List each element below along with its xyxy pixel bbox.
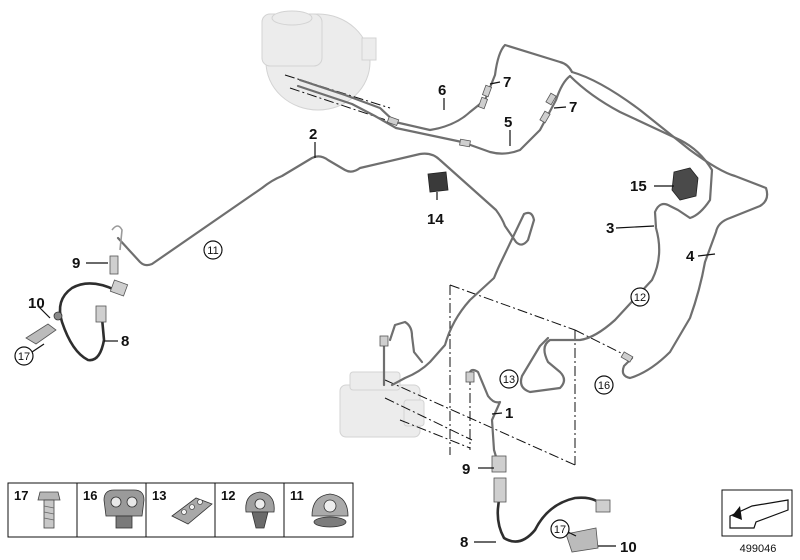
- brake-pipe-4: [570, 70, 769, 380]
- svg-text:17: 17: [14, 488, 28, 503]
- circled-callouts: 11 12 13 16 17 17: [14, 240, 650, 539]
- diagram-part-id: 499046: [740, 543, 777, 555]
- circled-callout-13: 13: [499, 369, 519, 389]
- brake-pipe-5: [296, 74, 572, 155]
- callout-9a: 9: [72, 255, 80, 272]
- callout-labels: 2 6 5 7 7 14 15 3 4 1 9 9 10 10 8 8: [28, 74, 695, 556]
- part-14-grommet: [427, 171, 449, 193]
- legend-cell-17: 17: [14, 488, 61, 529]
- circled-callout-12: 12: [630, 287, 650, 307]
- double-pipe-clip-icon: [103, 489, 145, 529]
- callout-15: 15: [630, 178, 647, 195]
- legend-cell-13: 13: [152, 488, 213, 525]
- legend-cell-16: 16: [83, 488, 145, 529]
- callout-3: 3: [606, 220, 614, 237]
- parts-legend: 17 16 13: [7, 482, 354, 538]
- svg-text:11: 11: [290, 488, 304, 503]
- pipe-fittings: [379, 84, 634, 383]
- callout-7a: 7: [503, 74, 511, 91]
- callout-6: 6: [438, 82, 446, 99]
- callout-7b: 7: [569, 99, 577, 116]
- callout-8b: 8: [460, 534, 468, 551]
- catalog-arrow-symbol: [721, 489, 793, 537]
- leader-lines: [37, 81, 716, 547]
- hose-assembly-front-right: [491, 455, 611, 553]
- callout-9b: 9: [462, 461, 470, 478]
- circled-callout-16: 16: [594, 375, 614, 395]
- legend-cell-11: 11: [290, 488, 349, 528]
- dash-dot-lines: [284, 74, 626, 466]
- callout-8a: 8: [121, 333, 129, 350]
- callout-5: 5: [504, 114, 512, 131]
- svg-text:16: 16: [83, 488, 97, 503]
- svg-text:17: 17: [18, 351, 30, 363]
- svg-text:17: 17: [554, 524, 566, 536]
- circled-callout-17a: 17: [14, 343, 45, 366]
- brake-pipe-3: [519, 74, 714, 394]
- brake-pipe-1: [468, 368, 502, 472]
- brake-pipe-6: [298, 43, 574, 132]
- svg-text:12: 12: [221, 488, 235, 503]
- svg-text:16: 16: [598, 380, 610, 392]
- callout-10a: 10: [28, 295, 45, 312]
- svg-text:13: 13: [152, 488, 166, 503]
- pipe-clip-grommet-icon: [311, 493, 349, 528]
- circled-callout-17b: 17: [550, 519, 577, 539]
- callout-14: 14: [427, 211, 444, 228]
- legend-cell-12: 12: [221, 488, 275, 529]
- brake-pipe-2: [116, 152, 536, 387]
- circled-callout-11: 11: [203, 240, 223, 260]
- brake-booster-ghost: [261, 10, 377, 111]
- multi-pipe-holder-icon: [171, 497, 213, 525]
- callout-10b: 10: [620, 539, 637, 556]
- bolt-icon: [37, 491, 61, 529]
- callout-4: 4: [686, 248, 695, 265]
- svg-text:11: 11: [207, 245, 218, 257]
- svg-text:12: 12: [634, 292, 646, 304]
- part-15-clip: [671, 167, 699, 201]
- callout-1: 1: [505, 405, 513, 422]
- hose-assembly-front-left: [25, 255, 129, 362]
- single-pipe-clip-icon: [245, 491, 275, 529]
- abs-unit-ghost: [339, 371, 425, 438]
- svg-text:13: 13: [503, 374, 515, 386]
- callout-2: 2: [309, 126, 317, 143]
